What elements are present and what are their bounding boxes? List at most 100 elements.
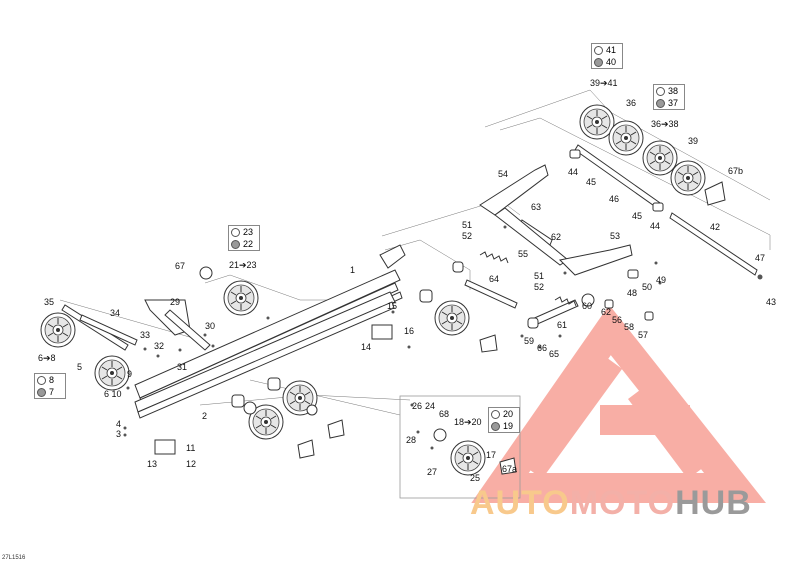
callout-67b: 67b: [728, 166, 744, 176]
callout-26: 26: [412, 401, 423, 411]
callout-11: 11: [186, 443, 196, 453]
callout-32: 32: [154, 341, 165, 351]
callout-44a: 44: [568, 167, 579, 177]
callout-16: 16: [404, 326, 415, 336]
callout-49: 49: [656, 275, 667, 285]
callout-51a: 51: [462, 220, 473, 230]
small-brackets: [154, 149, 726, 475]
shafts: [61, 144, 758, 351]
legend-row: 23: [229, 226, 259, 238]
callout-45b: 45: [632, 211, 643, 221]
callout-31: 31: [177, 362, 188, 372]
callout-47: 47: [755, 253, 766, 263]
callout-39_41: 39➔41: [590, 78, 618, 88]
callout-44b: 44: [650, 221, 661, 231]
callout-21_23: 21➔23: [229, 260, 257, 270]
callout-1: 1: [350, 265, 356, 275]
callout-57: 57: [638, 330, 649, 340]
callout-36: 36: [626, 98, 637, 108]
ring-icon: [491, 409, 500, 419]
callout-29: 29: [170, 297, 181, 307]
callout-59: 59: [524, 336, 535, 346]
ring-icon: [594, 45, 603, 55]
ring-icon: [656, 86, 665, 96]
callout-5: 5: [77, 362, 83, 372]
legend-row: 8: [35, 374, 65, 386]
legend-number: 41: [606, 45, 617, 55]
callout-36_38: 36➔38: [651, 119, 679, 129]
callout-24: 24: [425, 401, 436, 411]
callout-42: 42: [710, 222, 721, 232]
legend-row: 22: [229, 238, 259, 250]
callout-55: 55: [518, 249, 529, 259]
callout-48: 48: [627, 288, 638, 298]
callout-28: 28: [406, 435, 417, 445]
seal-icon: [594, 57, 603, 67]
callout-60: 60: [582, 301, 593, 311]
callout-25: 25: [470, 473, 481, 483]
legend-number: 22: [243, 239, 254, 249]
legend-number: 19: [503, 421, 514, 431]
callout-68: 68: [439, 409, 450, 419]
drawing-number: 27L1516: [2, 555, 26, 561]
callout-30: 30: [205, 321, 216, 331]
callout-52b: 52: [534, 282, 545, 292]
callout-45a: 45: [586, 177, 597, 187]
callout-12: 12: [186, 459, 197, 469]
legend-row: 41: [592, 44, 622, 56]
legend-number: 7: [49, 387, 55, 397]
callout-6_10: 6 10: [104, 389, 122, 399]
ring-icon: [37, 375, 46, 385]
callout-2: 2: [202, 411, 208, 421]
callout-62b: 62: [601, 307, 612, 317]
seal-icon: [231, 239, 240, 249]
callout-51b: 51: [534, 271, 545, 281]
callout-18_20: 18➔20: [454, 417, 482, 427]
watermark-logo: [471, 304, 766, 503]
legend-row: 7: [35, 386, 65, 398]
callout-33: 33: [140, 330, 151, 340]
callout-15: 15: [387, 301, 398, 311]
callout-43: 43: [766, 297, 777, 307]
reference-lines: [59, 89, 771, 416]
legend-number: 23: [243, 227, 254, 237]
springs: [479, 251, 577, 307]
callout-17: 17: [486, 450, 497, 460]
callout-65: 65: [549, 349, 560, 359]
callout-64: 64: [489, 274, 500, 284]
callout-61: 61: [557, 320, 568, 330]
callout-67a: 67a: [502, 464, 518, 474]
watermark-part-3: HUB: [675, 484, 752, 522]
legend-row: 19: [489, 420, 519, 432]
legend-row: 20: [489, 408, 519, 420]
callout-3: 3: [116, 429, 122, 439]
legend-row: 40: [592, 56, 622, 68]
idler-wheels: [40, 104, 706, 476]
callout-63: 63: [531, 202, 542, 212]
callout-50: 50: [642, 282, 653, 292]
callout-14: 14: [361, 342, 372, 352]
callout-52a: 52: [462, 231, 473, 241]
detail-box: [399, 395, 521, 499]
callout-39: 39: [688, 136, 699, 146]
rear-arm: [144, 299, 211, 351]
seal-icon: [656, 98, 665, 108]
ring-icon: [231, 227, 240, 237]
callout-54: 54: [498, 169, 509, 179]
callout-4: 4: [116, 419, 122, 429]
seal-icon: [37, 387, 46, 397]
callout-66: 66: [537, 343, 548, 353]
seal-icon: [491, 421, 500, 431]
callout-67: 67: [175, 261, 186, 271]
legend-number: 38: [668, 86, 679, 96]
watermark-part-2: MOTO: [569, 484, 676, 522]
legend-number: 8: [49, 375, 55, 385]
legend-number: 37: [668, 98, 679, 108]
watermark-part-1: AUTO: [470, 484, 570, 522]
front-arm: [479, 164, 633, 327]
callout-53: 53: [610, 231, 621, 241]
